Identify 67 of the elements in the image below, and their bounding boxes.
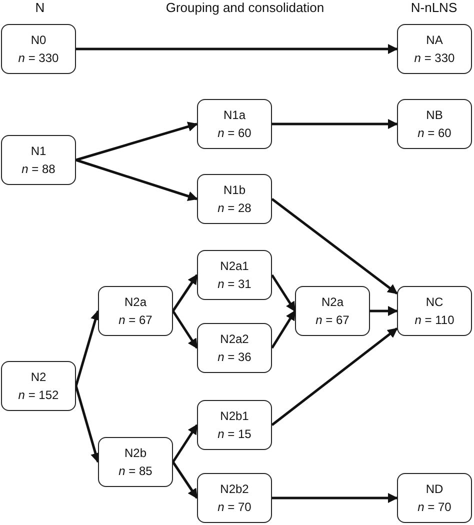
group-box bbox=[295, 286, 370, 336]
group-box bbox=[397, 473, 472, 523]
group-box bbox=[197, 400, 272, 450]
arrow bbox=[270, 310, 296, 349]
arrow bbox=[172, 424, 198, 463]
group-name: N2a bbox=[321, 295, 344, 309]
group-box bbox=[397, 286, 472, 336]
group-name: NA bbox=[426, 33, 443, 47]
group-box bbox=[397, 24, 472, 74]
group-name: N2a bbox=[124, 295, 146, 309]
arrow bbox=[172, 274, 198, 312]
group-box bbox=[98, 286, 173, 336]
group-box bbox=[1, 135, 76, 185]
group-name: NB bbox=[426, 108, 443, 122]
sample-size: n = 70 bbox=[218, 500, 252, 514]
group-name: N1a bbox=[223, 108, 246, 122]
sample-size: n = 110 bbox=[414, 313, 454, 327]
arrow bbox=[370, 306, 398, 316]
group-box bbox=[197, 250, 272, 300]
arrow bbox=[74, 386, 100, 463]
group-name: N2a1 bbox=[220, 259, 249, 273]
arrow bbox=[74, 310, 100, 386]
group-box bbox=[1, 24, 76, 74]
arrow bbox=[271, 198, 398, 294]
arrow bbox=[270, 274, 296, 312]
arrow bbox=[272, 119, 398, 129]
arrow bbox=[172, 461, 198, 499]
sample-size: n = 88 bbox=[22, 162, 56, 176]
group-box bbox=[197, 174, 272, 224]
sample-size: n = 67 bbox=[316, 313, 350, 327]
sample-size: n = 330 bbox=[18, 51, 59, 65]
arrow bbox=[272, 493, 398, 503]
sample-size: n = 67 bbox=[118, 313, 152, 327]
group-box bbox=[197, 323, 272, 373]
sample-size: n = 70 bbox=[418, 500, 452, 514]
sample-size: n = 60 bbox=[218, 126, 252, 140]
group-box bbox=[98, 437, 173, 487]
sample-size: n = 330 bbox=[414, 51, 455, 65]
column-heading: Grouping and consolidation bbox=[166, 0, 324, 16]
arrow bbox=[76, 44, 398, 54]
group-name: NC bbox=[426, 295, 444, 309]
sample-size: n = 31 bbox=[218, 277, 252, 291]
group-box bbox=[397, 99, 472, 149]
group-name: ND bbox=[426, 482, 444, 496]
sample-size: n = 36 bbox=[218, 350, 252, 364]
group-box bbox=[197, 99, 272, 149]
group-name: N2a2 bbox=[220, 332, 249, 346]
sample-size: n = 85 bbox=[118, 464, 152, 478]
group-box bbox=[1, 361, 76, 411]
group-box bbox=[197, 473, 272, 523]
sample-size: n = 152 bbox=[18, 388, 59, 402]
sample-size: n = 60 bbox=[418, 126, 452, 140]
group-name: N0 bbox=[30, 33, 46, 47]
group-name: N1 bbox=[30, 144, 46, 158]
group-name: N2b1 bbox=[220, 409, 249, 423]
column-heading: N bbox=[35, 0, 45, 16]
group-name: N2b bbox=[124, 446, 146, 460]
arrow bbox=[271, 328, 398, 426]
arrow bbox=[76, 122, 198, 162]
sample-size: n = 15 bbox=[218, 427, 252, 441]
group-name: N2 bbox=[30, 370, 46, 384]
arrow bbox=[76, 158, 198, 201]
sample-size: n = 28 bbox=[218, 201, 252, 215]
arrow bbox=[172, 310, 198, 349]
group-name: N2b2 bbox=[220, 482, 249, 496]
group-name: N1b bbox=[223, 183, 246, 197]
column-heading: N-nLNS bbox=[410, 0, 458, 16]
